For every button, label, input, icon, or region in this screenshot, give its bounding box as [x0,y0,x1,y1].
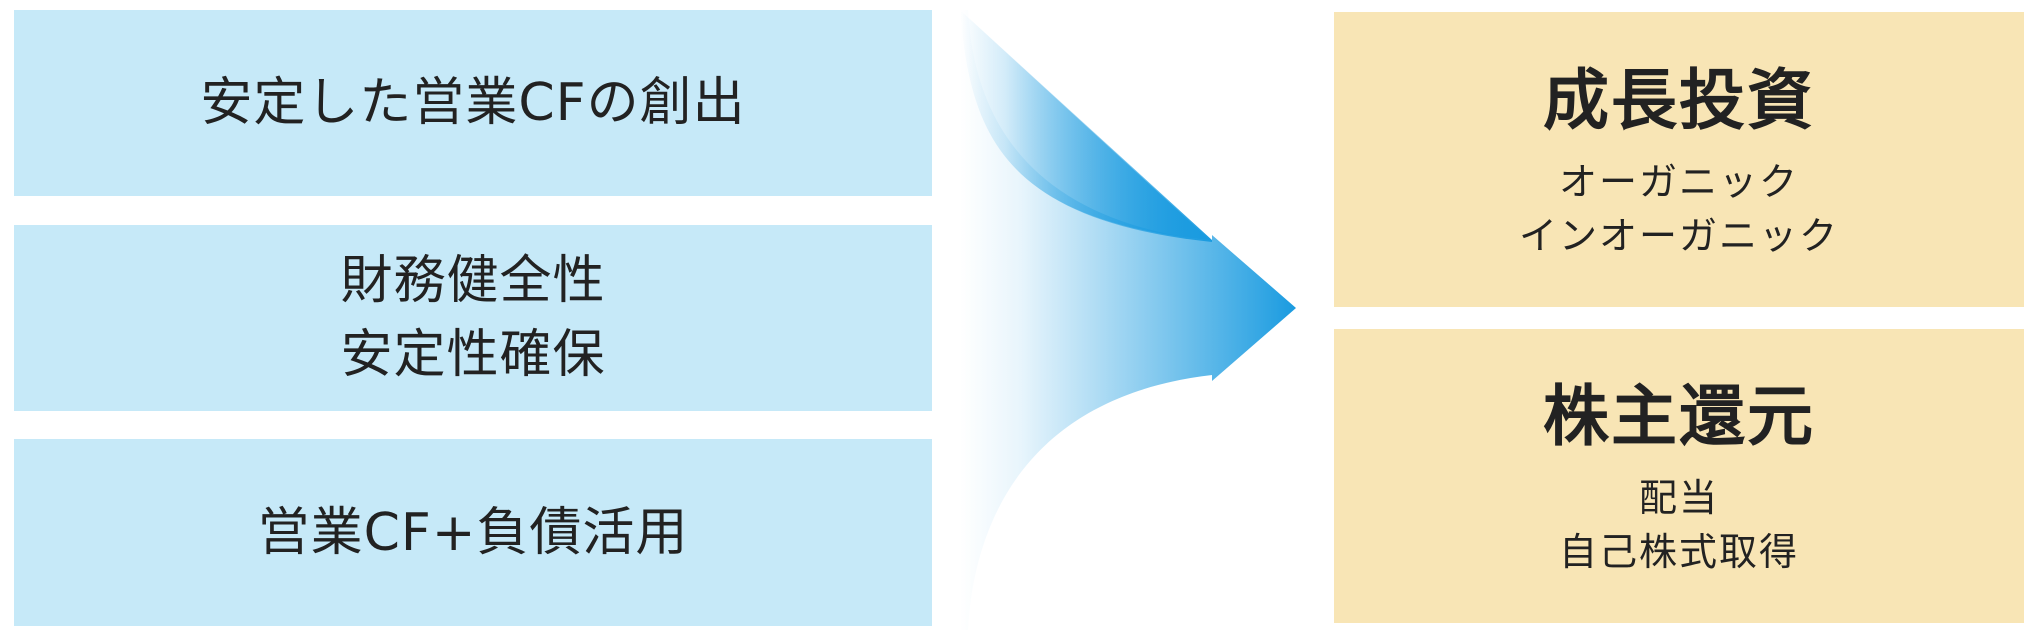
destination-item: 配当 [1638,476,1719,520]
destination-item: オーガニック [1558,159,1799,204]
destination-item: 自己株式取得 [1558,530,1799,574]
source-label: 財務健全性 [340,251,606,311]
source-label: 安定した営業CFの創出 [200,73,746,133]
funnel-arrow-icon [960,10,1296,630]
destination-item: インオーガニック [1518,213,1839,258]
source-label: 安定性確保 [340,325,606,385]
funnel-arrow-body [960,10,1212,242]
source-box-financial-soundness: 財務健全性 安定性確保 [14,225,932,411]
source-box-operating-cf: 安定した営業CFの創出 [14,10,932,196]
destination-box-growth-investment: 成長投資 オーガニック インオーガニック [1334,12,2024,307]
destination-box-shareholder-return: 株主還元 配当 自己株式取得 [1334,329,2024,623]
destination-title: 株主還元 [1543,378,1815,455]
source-box-debt-utilization: 営業CF+負債活用 [14,439,932,626]
source-label: 営業CF+負債活用 [257,502,689,563]
funnel-arrow-main [960,10,1296,630]
destination-title: 成長投資 [1543,61,1815,139]
